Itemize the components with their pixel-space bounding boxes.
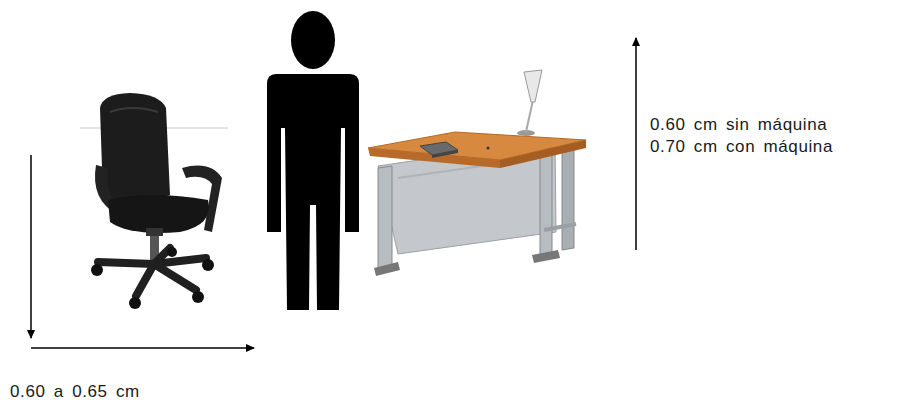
dimension-label: 0.60 cm sin máquina	[650, 116, 827, 133]
dimension-label: 0.60 a 0.65 cm	[10, 383, 140, 400]
dimension-label: 0.70 cm con máquina	[650, 138, 833, 155]
office-chair	[80, 93, 228, 309]
desk	[368, 70, 586, 276]
human-silhouette	[267, 11, 359, 310]
dimension-arrows	[31, 38, 636, 348]
